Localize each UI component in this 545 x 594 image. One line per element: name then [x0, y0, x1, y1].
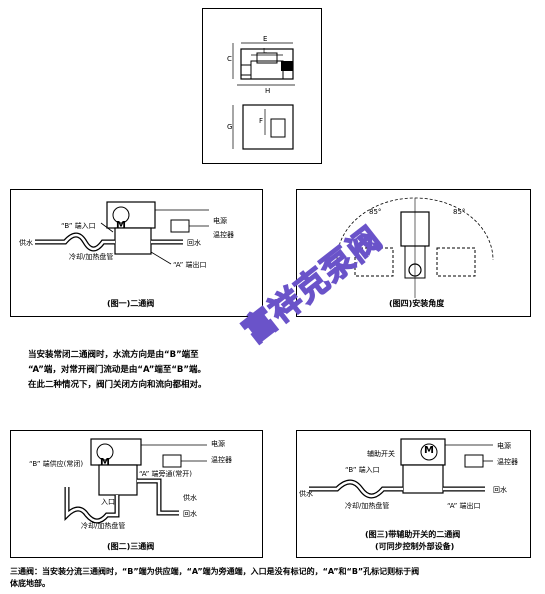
dim-label-e: E [263, 35, 268, 43]
return-label: 回水 [493, 486, 507, 494]
figure-three-way-valve: M 电源 温控器 “B” 端供应(常闭) “A” 端旁通(常开) 入口 供水 回… [10, 430, 263, 558]
aux-switch-label: 辅助开关 [367, 450, 395, 458]
return-label: 回水 [187, 239, 201, 247]
paragraph-line: 三通阀：当安装分流三通阀时，“B”端为供应端，“A”端为旁通端，入口是没有标记的… [10, 567, 420, 576]
coil-label: 冷却/加热盘管 [69, 253, 114, 261]
figure-caption: (图二)三通阀 [107, 542, 155, 551]
controller-label: 温控器 [213, 231, 234, 239]
three-way-valve-drawing [64, 438, 207, 524]
figure-caption: (图四)安装角度 [389, 299, 445, 308]
supply-label: 供水 [299, 490, 313, 498]
aux-switch-valve-drawing [309, 438, 493, 499]
figure-aux-switch-valve: M 辅助开关 电源 温控器 “B” 端入口 供水 回水 冷却/加热盘管 “A” … [296, 430, 531, 558]
a-outlet-label: “A” 端出口 [447, 502, 481, 510]
controller-label: 温控器 [497, 458, 518, 466]
figure-caption-sub: (可同步控制外部设备) [375, 542, 455, 551]
motor-icon: M [116, 220, 126, 231]
b-inlet-label: “B” 端入口 [61, 222, 96, 230]
two-way-description: 当安装常闭二通阀时，水流方向是由“B”端至 “A”端，对常开阀门流动是由“A”端… [28, 348, 207, 393]
power-label: 电源 [213, 217, 227, 225]
inlet-label: 入口 [101, 498, 115, 506]
power-label: 电源 [497, 442, 511, 450]
paragraph-line: “A”端，对常开阀门流动是由“A”端至“B”端。 [28, 365, 206, 375]
dim-label-f: F [259, 117, 264, 125]
dim-label-h: H [265, 87, 271, 95]
dimension-diagram: E L C H G F [202, 8, 322, 164]
three-way-description: 三通阀：当安装分流三通阀时，“B”端为供应端，“A”端为旁通端，入口是没有标记的… [10, 566, 419, 590]
motor-icon: M [424, 445, 434, 456]
figure-caption: (图一)二通阀 [107, 299, 155, 308]
figure-two-way-valve: M 电源 温控器 “B” 端入口 供水 回水 冷却/加热盘管 “A” 端出口 (… [10, 189, 263, 317]
figure-caption: (图三)带辅助开关的二通阀 [365, 530, 461, 539]
paragraph-line: 体底地部。 [10, 579, 50, 588]
supply-label: 供水 [183, 494, 197, 502]
dim-label-g: G [227, 123, 233, 131]
motor-icon: M [100, 457, 110, 468]
a-outlet-label: “A” 端出口 [173, 261, 207, 269]
paragraph-line: 当安装常闭二通阀时，水流方向是由“B”端至 [28, 350, 199, 360]
dimension-drawing [232, 42, 295, 150]
b-supply-label: “B” 端供应(常闭) [29, 460, 84, 468]
paragraph-line: 在此二种情况下，阀门关闭方向和流向都相对。 [28, 380, 207, 390]
a-bypass-label: “A” 端旁通(常开) [139, 470, 192, 478]
coil-label: 冷却/加热盘管 [345, 502, 390, 510]
power-label: 电源 [211, 440, 225, 448]
figure-install-angle: 85° 85° (图四)安装角度 [296, 189, 531, 317]
install-angle-drawing [336, 197, 494, 298]
dim-label-c: C [227, 55, 232, 63]
angle-left-label: 85° [369, 208, 382, 216]
coil-label: 冷却/加热盘管 [81, 522, 126, 530]
controller-label: 温控器 [211, 456, 232, 464]
return-label: 回水 [183, 510, 197, 518]
angle-right-label: 85° [453, 208, 466, 216]
b-inlet-label: “B” 端入口 [345, 466, 380, 474]
two-way-valve-drawing [35, 201, 209, 265]
supply-label: 供水 [19, 239, 33, 247]
dim-label-l: L [263, 47, 267, 55]
